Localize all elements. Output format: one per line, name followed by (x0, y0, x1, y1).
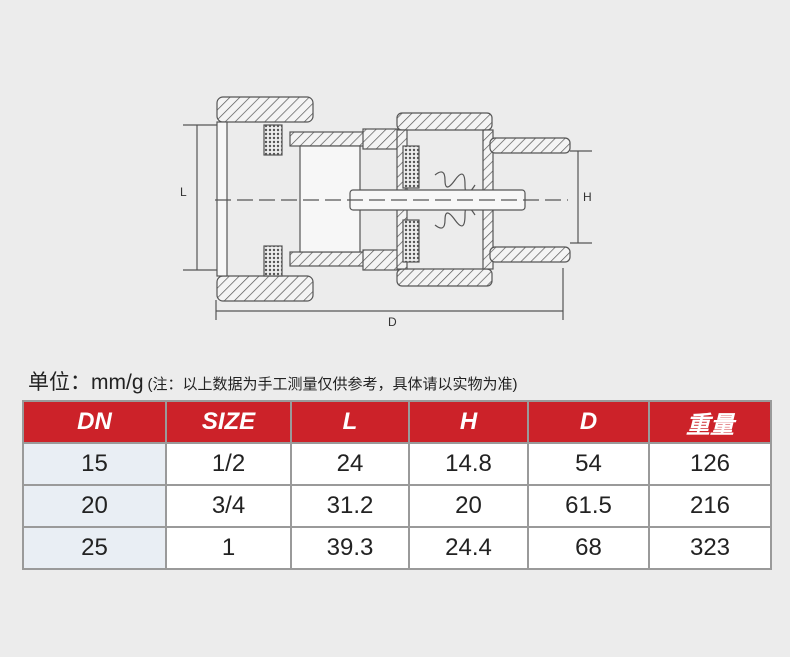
cell-size: 1 (165, 526, 292, 570)
dimension-label-d: D (388, 315, 397, 329)
cell-h: 20 (408, 484, 529, 528)
cell-h: 24.4 (408, 526, 529, 570)
measurement-note: (注：以上数据为手工测量仅供参考，具体请以实物为准) (147, 376, 518, 393)
table-row: 15 1/2 24 14.8 54 126 (22, 442, 772, 486)
table-row: 25 1 39.3 24.4 68 323 (22, 526, 772, 570)
cell-dn: 15 (22, 442, 167, 486)
cell-d: 54 (527, 442, 650, 486)
spec-table: DN SIZE L H D 重量 15 1/2 24 14.8 54 126 2… (22, 400, 772, 570)
cell-d: 61.5 (527, 484, 650, 528)
cell-d: 68 (527, 526, 650, 570)
header-dn: DN (22, 400, 167, 444)
header-h: H (408, 400, 529, 444)
cell-weight: 216 (648, 484, 772, 528)
cell-h: 14.8 (408, 442, 529, 486)
cell-l: 31.2 (290, 484, 410, 528)
table-row: 20 3/4 31.2 20 61.5 216 (22, 484, 772, 528)
dimension-label-l: L (180, 185, 187, 199)
cell-size: 3/4 (165, 484, 292, 528)
cell-size: 1/2 (165, 442, 292, 486)
cell-dn: 20 (22, 484, 167, 528)
header-l: L (290, 400, 410, 444)
header-size: SIZE (165, 400, 292, 444)
cell-l: 24 (290, 442, 410, 486)
unit-label: 单位：mm/g (28, 371, 144, 394)
header-weight: 重量 (648, 400, 772, 444)
cell-l: 39.3 (290, 526, 410, 570)
check-valve-section-drawing: L H D (180, 96, 592, 329)
unit-note: 单位：mm/g(注：以上数据为手工测量仅供参考，具体请以实物为准) (28, 366, 518, 396)
header-d: D (527, 400, 650, 444)
dimension-label-h: H (583, 190, 592, 204)
cell-weight: 126 (648, 442, 772, 486)
cell-dn: 25 (22, 526, 167, 570)
table-header-row: DN SIZE L H D 重量 (22, 400, 772, 444)
cell-weight: 323 (648, 526, 772, 570)
